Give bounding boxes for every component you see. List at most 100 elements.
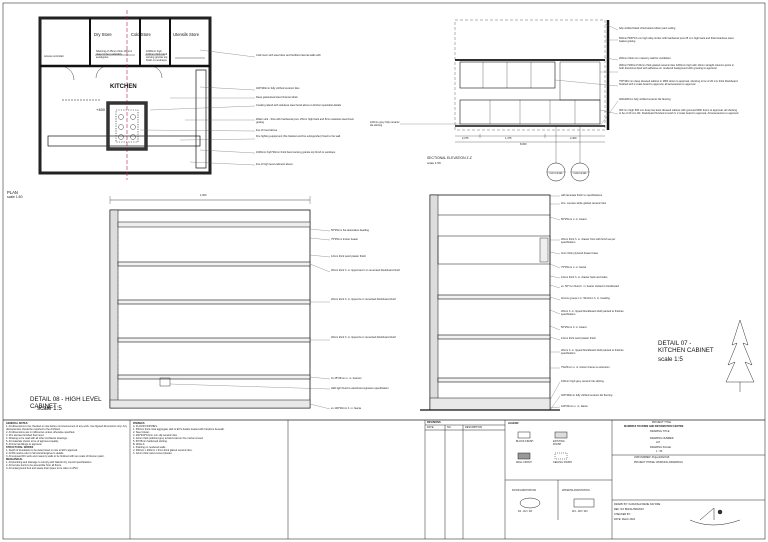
- room-label-dry-store: Dry Store: [94, 32, 112, 37]
- plan-level-mark: +450: [96, 107, 106, 112]
- plan-callout: 400*400mm fully vitrified ceramic tiles: [256, 87, 300, 90]
- finishes-note: A. FLOOR FINISHES: [133, 425, 157, 428]
- section-scale: scale 1:50: [427, 161, 441, 165]
- structural-title: STRUCTURAL WORKS: [6, 446, 34, 449]
- detail08-callout: 20mm thick h. m. lipped & or cemented bl…: [331, 336, 396, 339]
- drawing-scale-label: DRAWING SCALE: [650, 446, 671, 449]
- detail07-callout: 50*25mm u. m. bearer: [561, 218, 587, 221]
- project-phase: PROJECT PHASE: WORKING DRAWINGS: [634, 461, 683, 464]
- section-base-cabinet: [459, 99, 601, 125]
- detail07-callout: 2no. courses white glazed ceramic tiles: [561, 202, 607, 205]
- detail-tag-ch08-label: CH08 DETAIL: [573, 173, 587, 175]
- plan-title: PLAN: [7, 190, 18, 195]
- revision-col: DESCRIPTION: [465, 426, 483, 429]
- detail07-callout: 50*25mm h. m. bearer: [561, 326, 587, 329]
- detail08-callout: 20mm thick h. m. lipped & or cemented bl…: [331, 298, 396, 301]
- detail08-callout: 4x 25*25mm u. m. bearers: [331, 377, 362, 380]
- detail07-title: DETAIL 07 - KITCHEN CABINET: [658, 340, 714, 354]
- room-label-utensils-store: Utensils Store: [173, 32, 200, 37]
- finishes-note: 5. 50*25mm hardwood skirting.: [133, 440, 168, 443]
- plan-scale: scale 1:50: [7, 195, 23, 199]
- section-dim: 2,375: [462, 137, 469, 140]
- detail07-scale: scale 1:5: [658, 356, 683, 363]
- mechanical-note: 2. All service ducts to be accessible fr…: [6, 464, 62, 467]
- plan-callout: 1000mm high*40mm thick hand carving gran…: [256, 151, 336, 154]
- structural-note: 1. Depth of foundation to be determined …: [6, 449, 78, 452]
- finishes-note: 2. 300mm x 200mm x 6mm thick glazed cera…: [133, 449, 193, 452]
- section-dim: 2,400: [570, 137, 577, 140]
- detail07-callout: 400*400mm fully vitrified ceramic tile f…: [561, 394, 613, 397]
- general-note: 4. Drawing to be read with all other Arc…: [6, 437, 68, 440]
- general-notes: GENERAL NOTES 1. All dimensions to be ch…: [6, 422, 128, 470]
- detail08-callout: LED light fixed to electrical engineers …: [331, 387, 389, 390]
- finishes-note: 1. Painting on rendered walls.: [133, 446, 166, 449]
- revision-col: NO.: [447, 426, 452, 429]
- detail-07-drawing: [420, 194, 561, 411]
- plan-note-access: Access controller: [44, 55, 64, 58]
- plan-side-worktop: [195, 69, 207, 169]
- finishes-note: 1. 300mm thick coral aggregate slab to E…: [133, 428, 225, 431]
- detail-tag-ch07-label: CH07 DETAIL: [549, 173, 563, 175]
- plan-outer-wall: [38, 16, 212, 175]
- legend-item: CEILING FINISH: [553, 461, 572, 464]
- detail08-scale: scale 1:5: [37, 405, 62, 412]
- detail08-dim-top: 1,000: [200, 194, 207, 197]
- door-code: D1 - D2 / D3: [518, 510, 532, 513]
- mechanical-note: 3. All underground foul and waste drain …: [6, 467, 79, 470]
- plan-note-shelving: Shelving of 45mm thick 100mm deep timber…: [96, 50, 133, 60]
- room-label-kitchen: KITCHEN: [110, 84, 137, 90]
- detail07-callout: 20mm h. m. lipped blockboard shelf paint…: [561, 310, 624, 317]
- general-notes-title: GENERAL NOTES: [6, 422, 28, 425]
- detail08-callout: ex 100*20mm h. m. fascia: [331, 407, 361, 410]
- section-frame: [454, 19, 606, 131]
- legend-item: BLOCK FINISH: [516, 440, 534, 443]
- mechanical-title: MECHANICAL: [6, 458, 23, 461]
- revision-title: REVISIONS: [427, 421, 441, 424]
- general-note: 5. All materials shown to be of approved…: [6, 440, 59, 443]
- detail07-callout: 20mm h. m. lipped blockboard shelf paint…: [561, 349, 624, 356]
- detail08-callout: 12mm thick sand plaster finish: [331, 255, 366, 258]
- section-wall-cabinet: [459, 61, 556, 89]
- section-elevation: [400, 19, 619, 182]
- detail08-callout: 20mm thick h. m. lipped and / or cemente…: [331, 269, 400, 272]
- boat-sketch: [689, 507, 741, 526]
- mechanical-note: 1. All plumbing and drainage to comply w…: [6, 461, 93, 464]
- section-callout: 600mm*600*10 mm high alloy timber with h…: [619, 37, 734, 44]
- general-note: 6. All internal fittings to approval.: [6, 443, 42, 446]
- finishes-note: 4. 12mm thick polished grey terrazzo lai…: [133, 437, 204, 440]
- plan-worktop: [47, 135, 201, 147]
- project-name: MAMBRUI TOURISM AND INFORMATION CENTRE: [624, 425, 684, 428]
- finishes-title: FINISHES: [133, 422, 145, 425]
- window-code: W1 - W2 / W3: [572, 510, 588, 513]
- detail07-callout: ex. 50*mm fixed h. m. bearer slotted to …: [561, 285, 619, 288]
- section-dim: 1,475: [505, 137, 512, 140]
- section-callout: fully vitrified black chlorinated rubber…: [619, 27, 676, 30]
- section-callout: 750*430 mm deep dressed cabinet in MDF d…: [619, 80, 738, 87]
- detail07-callout: 12mm thick sand plaster finish: [561, 337, 596, 340]
- detail07-callout: 100mm high grey ceramic tile skirting: [561, 380, 604, 383]
- drawing-number-label: DRAWING NUMBER: [650, 437, 674, 440]
- section-callout: 200mm thick rsm masonry wall for ventila…: [619, 57, 671, 60]
- reg-no: REF: NO B02/11/999/2023: [614, 508, 644, 511]
- section-dim-total: 8,000: [520, 143, 527, 146]
- structural-note: 2. All RC works refer to Structural Engi…: [6, 452, 65, 455]
- job-number: JOB NUMBER: Project/2023/16: [634, 456, 670, 459]
- revision-col: DATE: [427, 426, 434, 429]
- annotation-label: DOOR ANNOTATION: [512, 489, 537, 492]
- plan-callout: line of high level cabinets above: [256, 163, 293, 166]
- general-note: 2. All dimensions are in millimetres unl…: [6, 431, 75, 434]
- title-block-lines: [3, 419, 765, 539]
- tree-sketch: [725, 319, 755, 392]
- project-title-label: PROJECT TITLE: [652, 421, 672, 424]
- plan-hood-line: [115, 109, 139, 143]
- plan-view: [38, 10, 256, 180]
- finishes-notes: FINISHES A. FLOOR FINISHES 1. 300mm thic…: [133, 422, 285, 455]
- drawing-date: DATE: March 2024: [614, 518, 636, 521]
- plan-callout: line of hood above: [256, 129, 278, 132]
- drawing-number-value: L07: [656, 441, 661, 444]
- finishes-note: 3. 12mm thick sand cement plaster.: [133, 452, 173, 455]
- section-title: SECTIONAL ELEVATION Z-Z: [427, 156, 472, 160]
- plan-callout: Deep galvanised steel channel drain: [256, 96, 298, 99]
